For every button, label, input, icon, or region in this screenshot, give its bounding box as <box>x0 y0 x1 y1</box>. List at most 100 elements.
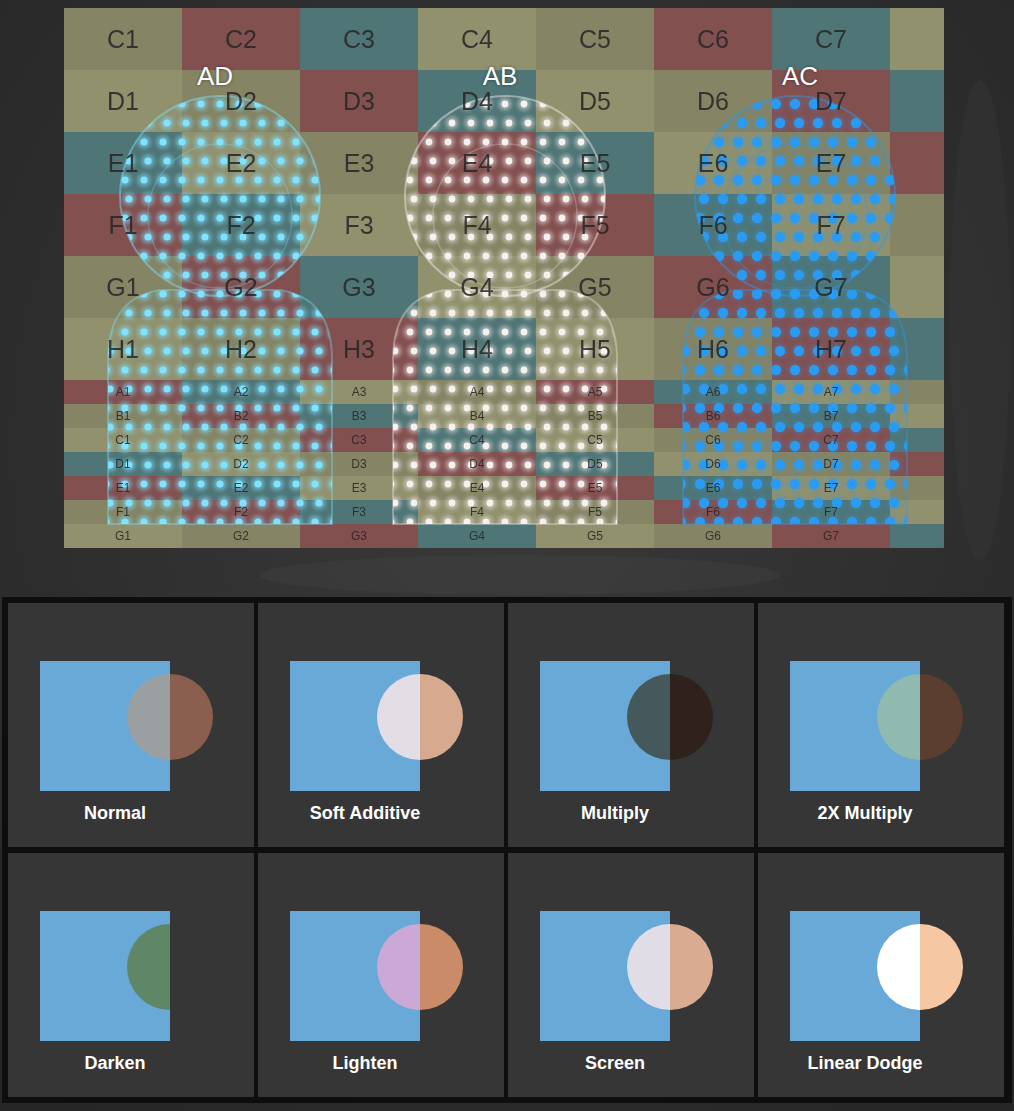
grid-label: C4 <box>461 27 493 52</box>
grid-label: G3 <box>342 275 375 300</box>
grid-label: F2 <box>226 213 255 238</box>
grid-label: G5 <box>587 530 603 542</box>
grid-label: C6 <box>697 27 729 52</box>
grid-label: C4 <box>469 434 484 446</box>
dotted-figure <box>99 96 340 529</box>
grid-label: B6 <box>706 410 721 422</box>
blend-mode-panel: Multiply <box>508 603 754 847</box>
grid-label: D5 <box>587 458 602 470</box>
grid-label: A3 <box>352 386 367 398</box>
grid-label: D3 <box>351 458 366 470</box>
grid-label: A4 <box>470 386 485 398</box>
grid-label: E1 <box>108 151 139 176</box>
blend-mode-panel: Linear Dodge <box>758 853 1004 1097</box>
blend-mode-panel: 2X Multiply <box>758 603 1004 847</box>
blend-mode-name: Linear Dodge <box>758 1053 972 1075</box>
grid-label: E4 <box>470 482 485 494</box>
grid-label: D3 <box>343 89 375 114</box>
grid-label: F1 <box>108 213 137 238</box>
grid-label: H2 <box>225 337 257 362</box>
grid-label: B7 <box>824 410 839 422</box>
grid-label: F6 <box>706 506 720 518</box>
grid-label: D5 <box>579 89 611 114</box>
grid-label: B4 <box>470 410 485 422</box>
grid-label: C1 <box>107 27 139 52</box>
grid-label: G7 <box>823 530 839 542</box>
dotted-figure <box>673 96 917 530</box>
grid-label: E7 <box>816 151 847 176</box>
grid-label: D2 <box>225 89 257 114</box>
grid-label: F3 <box>352 506 366 518</box>
grid-label: B1 <box>116 410 131 422</box>
grid-label: G5 <box>578 275 611 300</box>
grid-label: E4 <box>462 151 493 176</box>
grid-label: G4 <box>460 275 493 300</box>
grid-label: H7 <box>815 337 847 362</box>
grid-label: E7 <box>824 482 839 494</box>
grid-label: C5 <box>579 27 611 52</box>
grid-label: D4 <box>469 458 484 470</box>
grid-label: E2 <box>234 482 249 494</box>
grid-label: F6 <box>698 213 727 238</box>
blend-mode-frame: Normal Soft Additive Multiply 2X MultiplyDa… <box>2 597 1012 1103</box>
grid-label: H1 <box>107 337 139 362</box>
blend-mode-panel: Screen <box>508 853 754 1097</box>
grid-label: F5 <box>580 213 609 238</box>
grid-label: C3 <box>351 434 366 446</box>
grid-label: C2 <box>225 27 257 52</box>
grid-label: A1 <box>116 386 131 398</box>
grid-label: F5 <box>588 506 602 518</box>
grid-label: D1 <box>115 458 130 470</box>
grid-label: F1 <box>116 506 130 518</box>
grid-label: D1 <box>107 89 139 114</box>
grid-label: C2 <box>233 434 248 446</box>
grid-label: C5 <box>587 434 602 446</box>
grid-label: D6 <box>705 458 720 470</box>
grid-label: C7 <box>815 27 847 52</box>
blend-mode-panel: Darken <box>8 853 254 1097</box>
grid-label: E5 <box>580 151 611 176</box>
blend-mode-name: Normal <box>8 803 222 825</box>
grid-label: B5 <box>588 410 603 422</box>
dotted-figure <box>385 96 626 528</box>
grid-label: F4 <box>470 506 484 518</box>
grid-label: C3 <box>343 27 375 52</box>
grid-label: F2 <box>234 506 248 518</box>
grid-label: D4 <box>461 89 493 114</box>
figure-label: AD <box>197 63 233 89</box>
grid-label: A2 <box>234 386 249 398</box>
blend-mode-name: Screen <box>508 1053 722 1075</box>
grid-label: B3 <box>352 410 367 422</box>
grid-label: B2 <box>234 410 249 422</box>
grid-label: A5 <box>588 386 603 398</box>
grid-label: G7 <box>814 275 847 300</box>
grid-label: A6 <box>706 386 721 398</box>
grid-label: F4 <box>462 213 491 238</box>
grid-label: E5 <box>588 482 603 494</box>
grid-label: C1 <box>115 434 130 446</box>
grid-label: H6 <box>697 337 729 362</box>
grid-label: H5 <box>579 337 611 362</box>
grid-label: C6 <box>705 434 720 446</box>
grid-label: G1 <box>115 530 131 542</box>
blend-mode-name: Multiply <box>508 803 722 825</box>
blend-mode-name: 2X Multiply <box>758 803 972 825</box>
grid-label: F3 <box>344 213 373 238</box>
grid-label: C7 <box>823 434 838 446</box>
blend-mode-name: Lighten <box>258 1053 472 1075</box>
grid-label: G6 <box>696 275 729 300</box>
blend-mode-name: Darken <box>8 1053 222 1075</box>
blend-mode-panel: Soft Additive <box>258 603 504 847</box>
grid-label: G1 <box>106 275 139 300</box>
grid-label: D7 <box>815 89 847 114</box>
grid-label: A7 <box>824 386 839 398</box>
figure-label: AC <box>782 63 818 89</box>
grid-label: F7 <box>824 506 838 518</box>
grid-label: E2 <box>226 151 257 176</box>
grid-label: E3 <box>344 151 375 176</box>
blend-mode-name: Soft Additive <box>258 803 472 825</box>
figure-label: AB <box>483 63 518 89</box>
blend-mode-panel: Normal <box>8 603 254 847</box>
grid-label: D6 <box>697 89 729 114</box>
grid-label: G4 <box>469 530 485 542</box>
